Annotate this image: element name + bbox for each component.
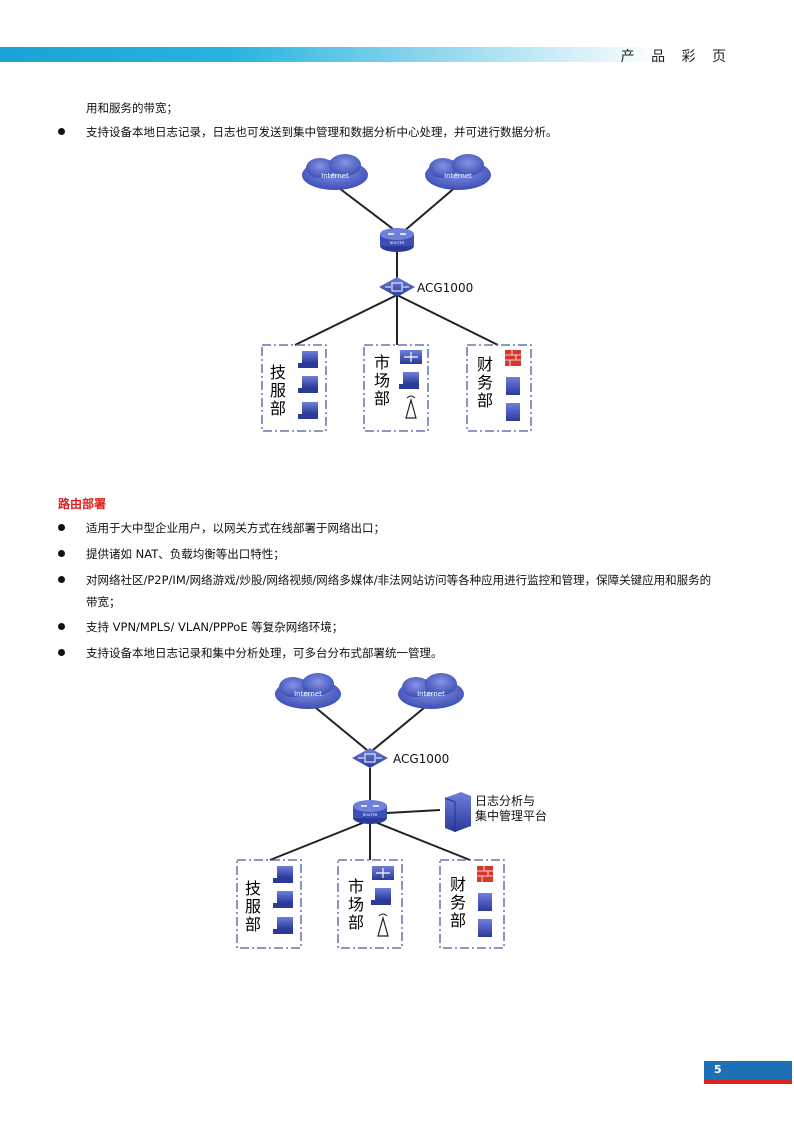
pc-icon: [273, 917, 293, 934]
dept-char: 技: [245, 879, 261, 898]
switch-icon: [400, 350, 422, 364]
log-server-icon: [444, 792, 471, 832]
pc-icon: [298, 351, 318, 368]
page-number: 5: [714, 1063, 722, 1076]
dept-char: 服: [245, 897, 261, 916]
dept-char: 部: [270, 399, 286, 418]
section-bullet-text: 支持 VPN/MPLS/ VLAN/PPPoE 等复杂网络环境；: [86, 620, 344, 634]
gateway-device-icon: [379, 277, 415, 297]
router-label: ROUTER: [390, 241, 405, 245]
dept-char: 技: [270, 363, 286, 382]
footer-red-bar: [704, 1080, 792, 1084]
header-title: 产 品 彩 页: [620, 49, 732, 65]
router-icon: ROUTER: [380, 228, 414, 252]
section-bullet-text-continuation: 带宽；: [86, 595, 121, 609]
cloud-icon: Internet: [275, 673, 341, 709]
server-icon: [478, 893, 492, 911]
pc-icon: [399, 372, 419, 389]
network-diagram-1: Internet Internet ROUTER ACG1000 技 服 部 市…: [261, 154, 532, 432]
cloud-label: Internet: [321, 172, 349, 180]
gateway-device-icon: [352, 748, 388, 768]
dept-char: 市: [374, 353, 390, 372]
device-label: ACG1000: [417, 281, 473, 295]
server-icon: [506, 403, 520, 421]
pc-icon: [298, 376, 318, 393]
cloud-label: Internet: [294, 690, 322, 698]
dept-char: 财: [450, 875, 466, 894]
page-number-box: 5: [704, 1061, 792, 1080]
cloud-icon: Internet: [398, 673, 464, 709]
bullet-dot: [58, 524, 65, 531]
dept-char: 部: [348, 913, 364, 932]
router-icon: ROUTER: [353, 800, 387, 824]
section-title: 路由部署: [58, 497, 107, 511]
cloud-label: Internet: [417, 690, 445, 698]
dept-char: 场: [348, 895, 364, 914]
dept-char: 部: [450, 911, 466, 930]
dept-char: 务: [450, 893, 466, 912]
dept-char: 市: [348, 877, 364, 896]
pc-icon: [273, 891, 293, 908]
dept-char: 服: [270, 381, 286, 400]
bullet-dot: [58, 576, 65, 583]
top-bullet-text: 支持设备本地日志记录，日志也可发送到集中管理和数据分析中心处理，并可进行数据分析…: [86, 125, 558, 139]
dept-char: 财: [477, 355, 493, 374]
section-bullet-text: 适用于大中型企业用户，以网关方式在线部署于网络出口；: [86, 521, 385, 535]
device-label: ACG1000: [393, 752, 449, 766]
bullet-dot: [58, 550, 65, 557]
server-icon: [478, 919, 492, 937]
pc-icon: [273, 866, 293, 883]
firewall-icon: [477, 866, 493, 882]
cloud-icon: Internet: [425, 154, 491, 190]
pc-icon: [298, 402, 318, 419]
header-gradient-bar: [0, 47, 660, 62]
wireless-ap-icon: [405, 395, 417, 419]
cloud-label: Internet: [444, 172, 472, 180]
section-bullet-text: 提供诸如 NAT、负载均衡等出口特性；: [86, 547, 285, 561]
network-diagram-2: Internet Internet ACG1000 ROUTER 日志分析与 集…: [236, 673, 547, 949]
server-label: 日志分析与: [475, 794, 535, 808]
continuation-text: 用和服务的带宽；: [86, 101, 178, 115]
dept-char: 部: [374, 389, 390, 408]
section-bullet-text: 支持设备本地日志记录和集中分析处理，可多台分布式部署统一管理。: [86, 646, 443, 660]
switch-icon: [372, 866, 394, 880]
bullet-dot: [58, 623, 65, 630]
bullet-dot: [58, 128, 65, 135]
wireless-ap-icon: [377, 913, 389, 937]
section-bullet-text: 对网络社区/P2P/IM/网络游戏/炒股/网络视频/网络多媒体/非法网站访问等各…: [86, 573, 712, 587]
dept-char: 务: [477, 373, 493, 392]
firewall-icon: [505, 350, 521, 366]
pc-icon: [371, 888, 391, 905]
cloud-icon: Internet: [302, 154, 368, 190]
server-icon: [506, 377, 520, 395]
router-label: ROUTER: [363, 813, 378, 817]
server-label: 集中管理平台: [475, 808, 547, 823]
dept-char: 部: [477, 391, 493, 410]
dept-char: 部: [245, 915, 261, 934]
dept-char: 场: [374, 371, 390, 390]
bullet-dot: [58, 649, 65, 656]
